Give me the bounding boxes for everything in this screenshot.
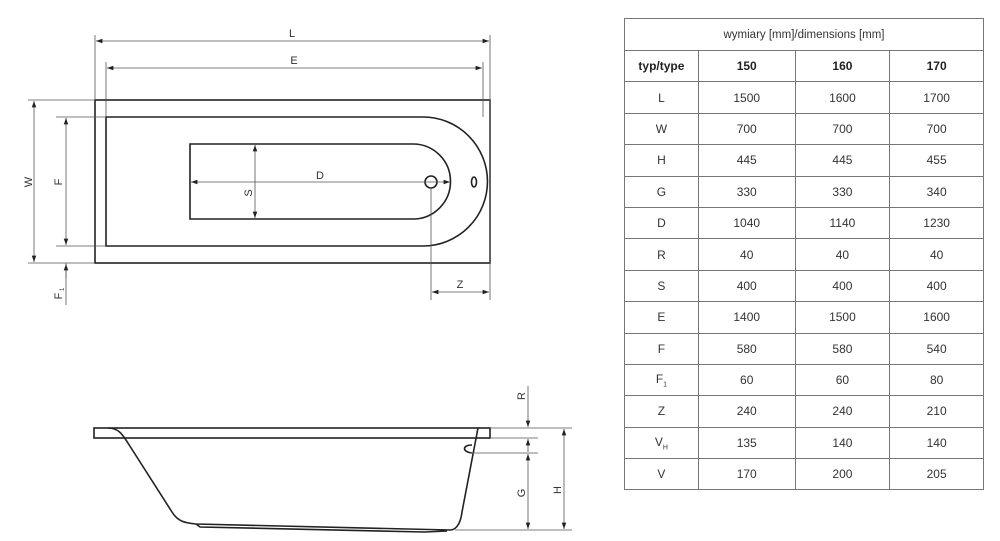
table-cell: 1500 [794,301,891,334]
tub-foot [195,523,448,533]
table-cell: 1040 [697,206,796,240]
table-cell: 240 [794,395,891,428]
tub-rim-side [93,427,491,439]
dim-label-F1-main: F [53,292,65,299]
type-column-header: 150 [697,49,796,83]
table-cell: 140 [889,426,984,460]
row-label: G [624,175,699,208]
top-view: L E D Z W F S F 1 [23,28,491,305]
row-label-main: F [655,371,664,386]
table-cell: 540 [889,332,984,365]
dim-label-E: E [290,55,297,67]
table-cell: 330 [794,175,891,208]
row-label: F [624,332,699,365]
row-label-sub: 1 [663,381,668,389]
table-caption: wymiary [mm]/dimensions [mm] [624,18,984,51]
table-cell: 140 [794,426,891,460]
dimensions-table: wymiary [mm]/dimensions [mm] typ/type 15… [624,18,984,491]
dim-label-G: G [516,489,528,498]
row-label: L [624,81,699,114]
table-cell: 700 [697,112,796,146]
table-cell: 40 [889,238,984,271]
row-label: E [624,301,699,334]
table-cell: 340 [889,175,984,208]
row-label: VH [624,426,699,460]
row-label: V [624,458,699,491]
tub-body-side [107,427,479,531]
table-cell: 445 [794,144,891,177]
table-cell: 330 [697,175,796,208]
table-cell: 400 [697,269,796,303]
row-label: R [624,238,699,271]
table-cell: 455 [889,144,984,177]
table-header-row: typ/type 150 160 170 [624,49,984,83]
type-column-header: 170 [889,49,984,83]
row-label: H [624,144,699,177]
row-label: S [624,269,699,303]
table-cell: 1700 [889,81,984,114]
table-cell: 400 [794,269,891,303]
bathtub-technical-drawing: L E D Z W F S F 1 R G H [23,28,572,533]
basin-bottom [189,143,452,220]
basin-outline [105,116,489,247]
row-label: D [624,206,699,240]
table-cell: 1600 [889,301,984,334]
table-cell: 445 [697,144,796,177]
dim-label-F1: F 1 [53,287,66,299]
dim-label-F1-sub: 1 [60,287,66,291]
table-cell: 80 [889,363,984,397]
dim-label-W: W [23,176,35,187]
dim-label-D: D [316,170,324,182]
type-column-header: 160 [794,49,891,83]
table-cell: 1140 [794,206,891,240]
table-cell: 40 [794,238,891,271]
table-cell: 170 [697,458,796,491]
table-cell: 60 [794,363,891,397]
row-label: Z [624,395,699,428]
table-cell: 1230 [889,206,984,240]
table-cell: 580 [794,332,891,365]
table-cell: 400 [889,269,984,303]
table-cell: 40 [697,238,796,271]
table-cell: 60 [697,363,796,397]
type-header: typ/type [624,49,699,83]
table-cell: 700 [794,112,891,146]
row-label: F1 [624,363,699,397]
dim-label-S: S [243,189,255,196]
table-cell: 580 [697,332,796,365]
table-cell: 1600 [794,81,891,114]
overflow-side [463,444,473,454]
row-label: W [624,112,699,146]
dim-label-Z: Z [457,279,464,291]
dim-label-F: F [53,178,65,185]
row-label-sub: H [662,444,668,452]
side-view: R G H [93,386,572,533]
table-cell: 200 [794,458,891,491]
table-cell: 205 [889,458,984,491]
table-cell: 240 [697,395,796,428]
table-cell: 1400 [697,301,796,334]
table-cell: 210 [889,395,984,428]
overflow-icon [470,176,478,188]
row-label-main: V [654,434,663,449]
dim-label-L: L [289,28,295,40]
table-cell: 700 [889,112,984,146]
dim-label-H: H [552,486,564,494]
table-cell: 135 [697,426,796,460]
table-cell: 1500 [697,81,796,114]
dim-label-R: R [516,392,528,400]
